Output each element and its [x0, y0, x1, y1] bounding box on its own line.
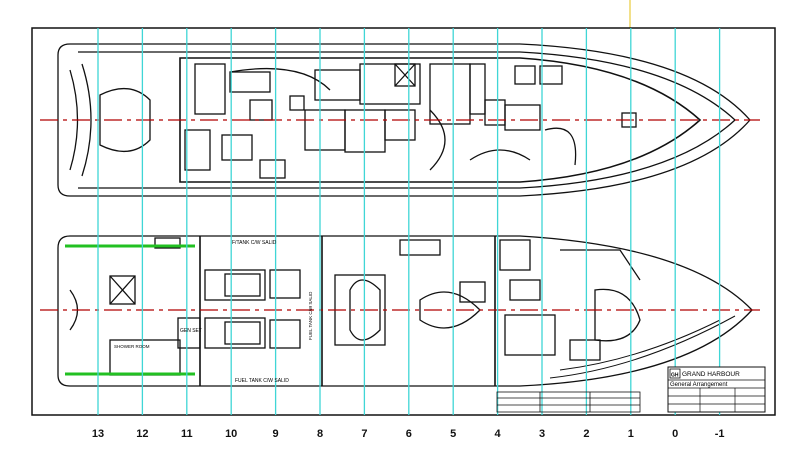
lower-deck-plan: [57, 235, 753, 387]
station-number: 5: [450, 428, 457, 440]
station-lines: [97, 28, 721, 415]
label-gen-set: GEN SET: [180, 328, 202, 334]
station-number: 13: [91, 428, 105, 440]
company-logo: [669, 368, 681, 379]
label-shower-room: SHOWER ROOM: [114, 344, 150, 349]
label-fuel-tank-bottom: FUEL TANK C/W SALID: [235, 378, 289, 384]
title-block: GH GRAND HARBOUR General Arrangement: [667, 366, 766, 413]
logo-text: GH: [671, 373, 679, 379]
station-number: 9: [272, 428, 279, 440]
station-number: -1: [714, 428, 725, 440]
station-number: 12: [136, 428, 149, 440]
station-number: 10: [225, 428, 238, 440]
company-name: GRAND HARBOUR: [682, 371, 740, 378]
station-number: 4: [494, 428, 501, 440]
station-number: 1: [627, 428, 634, 440]
station-number: 3: [538, 428, 546, 440]
station-number: 0: [672, 428, 679, 440]
label-fuel-tank-side: FUEL TANK C/W SALID: [308, 291, 313, 340]
station-number: 7: [361, 428, 368, 440]
station-number: 11: [180, 428, 193, 440]
drawing-title: General Arrangement: [670, 382, 728, 388]
highlight-lines: [65, 244, 195, 376]
revision-table: [496, 391, 641, 413]
label-fuel-tank-top: F/TANK C/W SALID: [232, 240, 277, 246]
station-number: 6: [405, 428, 412, 440]
upper-deck-plan: [57, 43, 751, 197]
drawing-frame: [31, 27, 776, 416]
station-number: 2: [583, 428, 590, 440]
station-number: 8: [316, 428, 324, 440]
